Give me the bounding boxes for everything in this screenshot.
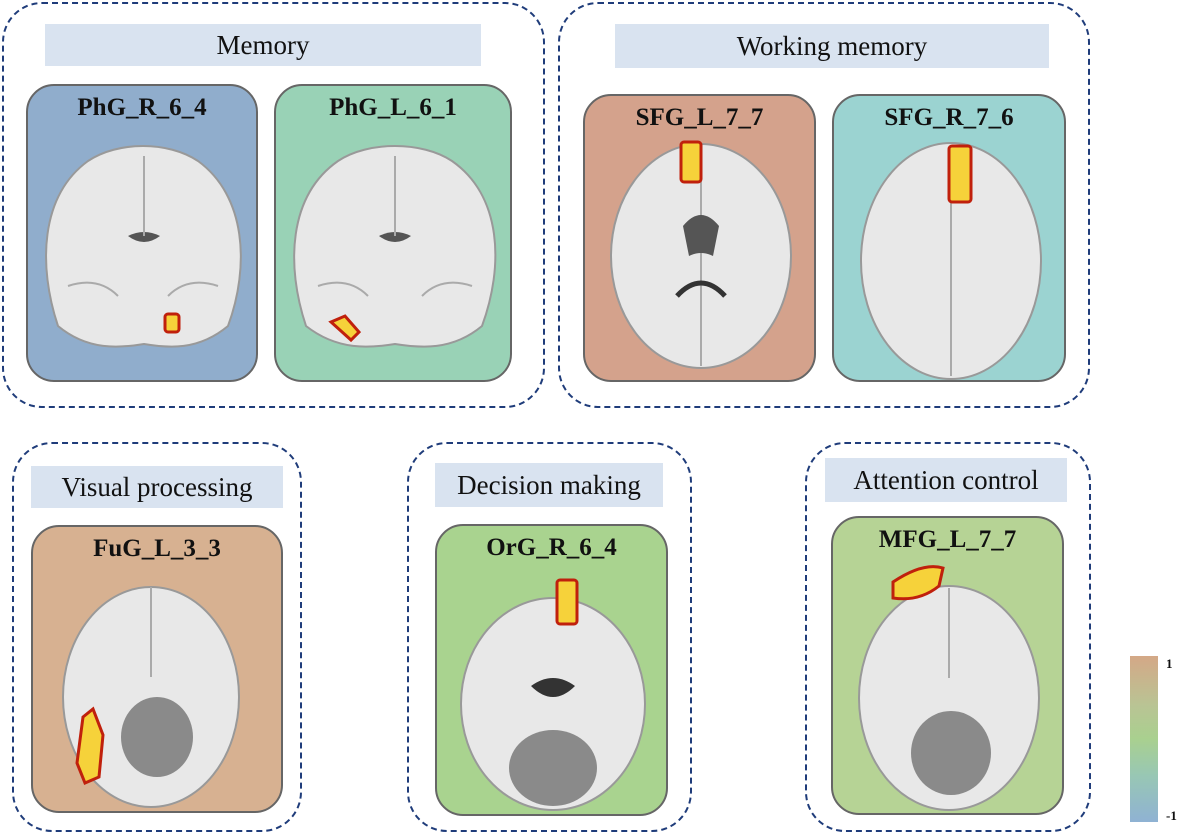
panel-label: SFG_L_7_7 — [635, 104, 764, 131]
brain-axial-image — [610, 140, 792, 369]
group-working-memory — [558, 2, 1090, 408]
colorbar-max-label: 1 — [1166, 656, 1173, 671]
brain-coronal-image — [45, 145, 242, 348]
panel-label: PhG_R_6_4 — [77, 94, 207, 121]
group-title-visual-processing: Visual processing — [31, 466, 283, 508]
panel-label: SFG_R_7_6 — [884, 104, 1014, 131]
group-memory — [2, 2, 545, 408]
panel-label: OrG_R_6_4 — [486, 534, 617, 561]
panel-mfg-l: MFG_L_7_7 — [831, 516, 1064, 815]
group-decision-making — [407, 442, 692, 832]
panel-label: PhG_L_6_1 — [329, 94, 457, 121]
panel-sfg-l: SFG_L_7_7 — [583, 94, 816, 382]
brain-axial-image — [860, 142, 1042, 380]
group-title-working-memory: Working memory — [615, 24, 1049, 68]
panel-phg-l: PhG_L_6_1 — [274, 84, 512, 382]
colorbar — [1130, 656, 1158, 822]
brain-axial-image — [62, 586, 240, 808]
group-attention-control — [805, 442, 1091, 832]
panel-phg-r: PhG_R_6_4 — [26, 84, 258, 382]
group-visual-processing — [12, 442, 302, 832]
colorbar-min-label: -1 — [1166, 808, 1177, 823]
group-title-decision-making: Decision making — [435, 463, 663, 507]
panel-fug-l: FuG_L_3_3 — [31, 525, 283, 813]
group-title-memory: Memory — [45, 24, 481, 66]
panel-org-r: OrG_R_6_4 — [435, 524, 668, 816]
panel-label: MFG_L_7_7 — [878, 526, 1017, 553]
brain-axial-image — [460, 578, 646, 811]
panel-sfg-r: SFG_R_7_6 — [832, 94, 1066, 382]
panel-label: FuG_L_3_3 — [93, 535, 221, 562]
brain-axial-image — [858, 565, 1040, 811]
brain-coronal-image — [293, 145, 497, 348]
group-title-attention-control: Attention control — [825, 458, 1067, 502]
